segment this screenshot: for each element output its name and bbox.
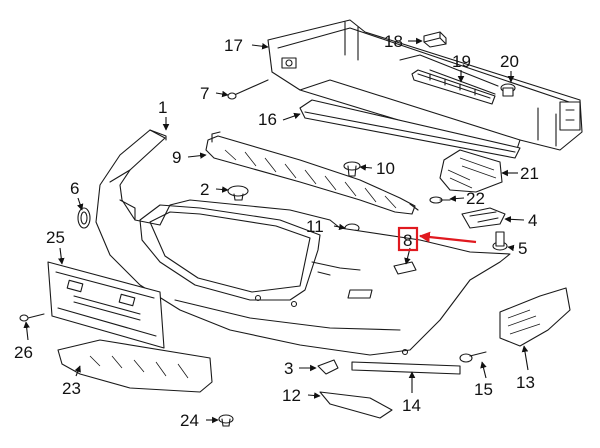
callout-5: 5 — [518, 239, 527, 258]
upper-shield — [205, 131, 419, 215]
callout-19: 19 — [452, 52, 471, 71]
callout-10: 10 — [376, 159, 395, 178]
bracket-part-3 — [317, 359, 339, 375]
side-bracket-part-21 — [439, 149, 503, 193]
callout-6: 6 — [70, 179, 79, 198]
callout-23: 23 — [62, 379, 81, 398]
highlight-arrow — [418, 231, 477, 244]
side-bracket-part-13 — [499, 287, 571, 347]
bumper-cover — [95, 129, 511, 356]
bolt-part-5 — [492, 231, 508, 251]
callout-11: 11 — [306, 217, 324, 236]
callout-15: 15 — [474, 380, 493, 399]
mount-bracket-part-4 — [461, 207, 506, 229]
callout-26: 26 — [14, 343, 33, 362]
callout-2: 2 — [200, 180, 209, 199]
energy-absorber — [411, 69, 496, 105]
callout-labels: 17 18 19 20 7 1 16 9 10 21 2 22 6 11 4 5… — [14, 32, 539, 430]
callout-18: 18 — [384, 32, 403, 51]
cap-part-6 — [77, 207, 91, 229]
highlight-box — [397, 226, 419, 252]
callout-12: 12 — [282, 386, 301, 405]
clip-part-2 — [227, 185, 249, 201]
callout-22: 22 — [466, 189, 485, 208]
lower-splash-shield — [57, 339, 213, 393]
callout-25: 25 — [46, 228, 65, 247]
callout-3: 3 — [284, 359, 293, 378]
push-clip-part-10 — [343, 161, 361, 177]
callout-9: 9 — [172, 148, 181, 167]
leader-lines — [23, 37, 529, 424]
bolt-part-26 — [19, 313, 45, 322]
callout-17: 17 — [224, 36, 243, 55]
callout-14: 14 — [402, 396, 421, 415]
callout-16: 16 — [258, 110, 277, 129]
clip-part-18 — [423, 31, 447, 48]
license-plate-bracket — [47, 261, 165, 349]
bolt-part-15 — [459, 351, 487, 363]
bolt-part-20 — [500, 83, 516, 97]
strip-part-12 — [319, 391, 393, 419]
callout-21: 21 — [520, 164, 539, 183]
screw-part-22 — [429, 196, 451, 204]
lower-strip-part-14 — [351, 361, 461, 375]
pin-part-7 — [227, 79, 269, 100]
upper-absorber-strip — [299, 99, 521, 159]
callout-24: 24 — [180, 411, 199, 430]
callout-7: 7 — [200, 84, 209, 103]
highlight-callout — [397, 226, 477, 252]
callout-1: 1 — [158, 98, 167, 117]
callout-13: 13 — [516, 373, 535, 392]
clip-part-24 — [218, 414, 234, 427]
callout-8: 8 — [403, 231, 412, 250]
callout-20: 20 — [500, 52, 519, 71]
callout-4: 4 — [528, 211, 537, 230]
